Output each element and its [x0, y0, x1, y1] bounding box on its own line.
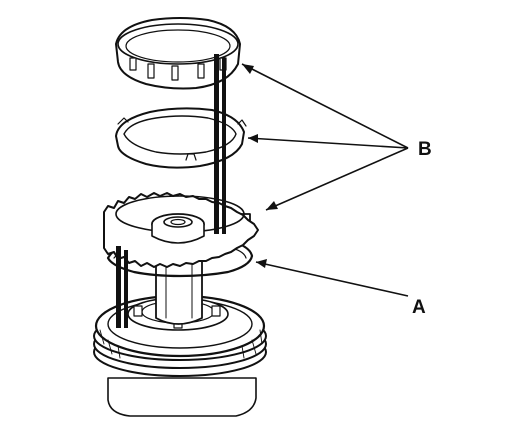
- callout-label-a: A: [412, 297, 426, 318]
- snap-ring-middle-part-b: [115, 107, 247, 169]
- retaining-ring-top-part-b: [115, 17, 241, 90]
- center-shaft: [155, 251, 203, 325]
- callout-label-b: B: [418, 139, 432, 160]
- alignment-rods: [116, 54, 226, 328]
- leader-lines: [241, 63, 409, 297]
